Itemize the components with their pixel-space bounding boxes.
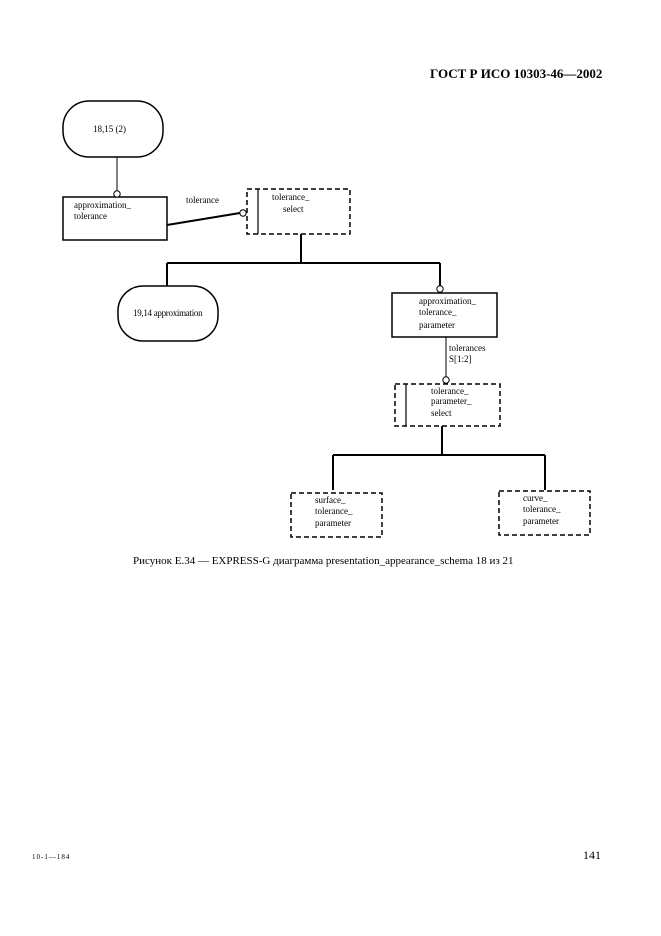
select-surface-tolerance-parameter xyxy=(290,492,383,538)
approx-tol-label-2: tolerance xyxy=(74,211,107,221)
tps-label-3: select xyxy=(431,408,452,418)
tol-select-label-1: tolerance_ xyxy=(272,192,310,202)
relation-circle xyxy=(113,190,121,198)
ctp-label-2: tolerance_ xyxy=(523,504,561,514)
stp-label-3: parameter xyxy=(315,518,351,528)
relation-line-tolerance xyxy=(166,212,241,226)
page-ref-19-14-label: 19,14 approximation xyxy=(133,308,203,318)
entity-approximation-tolerance-parameter xyxy=(391,292,498,338)
page-number: 141 xyxy=(583,848,601,862)
page-ref-19-14 xyxy=(117,285,219,342)
stp-label-2: tolerance_ xyxy=(315,506,353,516)
ctp-label-3: parameter xyxy=(523,516,559,526)
atp-label-3: parameter xyxy=(419,320,455,330)
relation-label-cardinality: S[1:2] xyxy=(449,354,472,364)
select-curve-tolerance-parameter xyxy=(498,490,591,536)
tps-label-1: tolerance_ xyxy=(431,386,469,396)
page-ref-18-15-label: 18,15 (2) xyxy=(93,124,126,134)
relation-circle xyxy=(239,209,247,217)
tol-select-label-2: select xyxy=(283,204,304,214)
relation-circle xyxy=(436,285,444,293)
tps-label-2: parameter_ xyxy=(431,396,472,406)
relation-label-tolerances: tolerances xyxy=(449,343,486,353)
document-header: ГОСТ Р ИСО 10303-46—2002 xyxy=(430,66,603,81)
relation-label-tolerance: tolerance xyxy=(186,195,219,205)
select-tolerance-select xyxy=(246,188,351,235)
figure-caption: Рисунок Е.34 — EXPRESS-G диаграмма prese… xyxy=(133,555,514,567)
approx-tol-label-1: approximation_ xyxy=(74,200,131,210)
footer-code: 10-1—184 xyxy=(32,853,71,861)
page-ref-18-15 xyxy=(62,100,164,158)
stp-label-1: surface_ xyxy=(315,495,346,505)
atp-label-2: tolerance_ xyxy=(419,307,457,317)
select-tolerance-parameter-select xyxy=(394,383,501,427)
atp-label-1: approximation_ xyxy=(419,296,476,306)
ctp-label-1: curve_ xyxy=(523,493,548,503)
relation-circle xyxy=(442,376,450,384)
